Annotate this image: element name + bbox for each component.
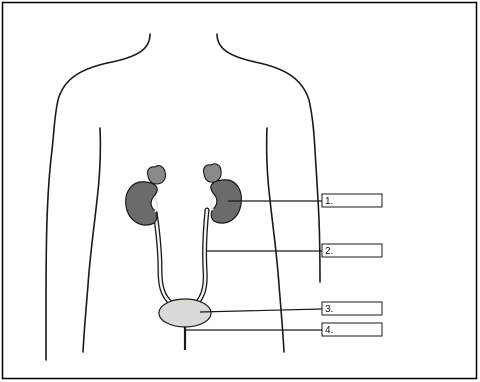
label-box-4: 4. bbox=[322, 323, 382, 336]
label-box-2: 2. bbox=[322, 244, 382, 257]
adrenal-gland-right bbox=[203, 164, 221, 182]
label-text-1: 1. bbox=[325, 196, 333, 207]
label-text-4: 4. bbox=[325, 325, 333, 336]
body-right-contour bbox=[217, 34, 320, 282]
label-text-2: 2. bbox=[325, 246, 333, 257]
label-box-1: 1. bbox=[322, 194, 382, 207]
label-box-3: 3. bbox=[322, 302, 382, 315]
adrenal-gland-left bbox=[147, 166, 165, 184]
ureters bbox=[155, 210, 207, 304]
label-text-3: 3. bbox=[325, 304, 333, 315]
body-left-torso bbox=[83, 128, 100, 352]
urinary-bladder bbox=[159, 299, 211, 327]
body-right-torso bbox=[267, 128, 284, 352]
kidney-left bbox=[126, 182, 157, 225]
leader-line-3 bbox=[200, 309, 322, 312]
